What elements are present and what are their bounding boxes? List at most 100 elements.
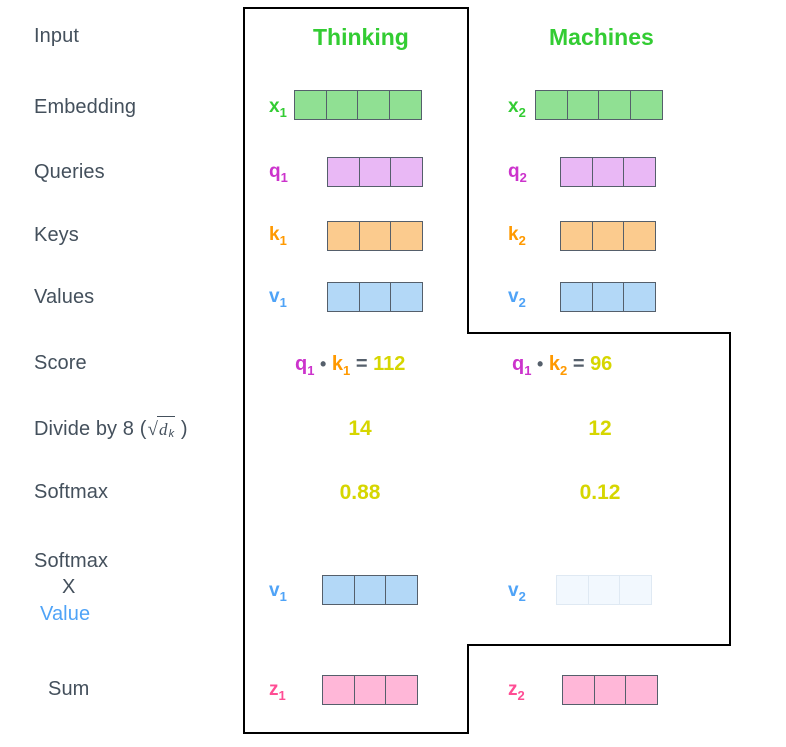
softmax-times-value-line1: Softmax	[34, 550, 109, 572]
dot-product-operator-1: •	[320, 354, 327, 374]
vector-boxes-v1	[327, 282, 424, 312]
divided-value-1: 14	[348, 417, 372, 440]
vector-cell	[593, 675, 627, 705]
vector-tag-q1-index: 1	[280, 169, 288, 185]
vector-cell	[327, 221, 360, 251]
vector-cell	[358, 221, 392, 251]
vector-cell	[623, 221, 657, 251]
sqrt-overbar: dk	[156, 416, 176, 441]
score-value-2: 96	[590, 353, 613, 375]
row-label-sum: Sum	[48, 678, 90, 700]
vector-cell	[535, 90, 568, 120]
vector-boxes-z2	[562, 675, 659, 705]
softmax-value-2: 0.12	[579, 481, 621, 504]
vector-cell	[623, 282, 657, 312]
vector-boxes-x1	[294, 90, 423, 120]
vector-boxes-x2	[535, 90, 664, 120]
vector-cell	[591, 221, 625, 251]
score-q-index-2: 1	[524, 363, 532, 378]
vector-boxes-weighted-v2-faded	[556, 575, 653, 605]
vector-tag-z2-index: 2	[517, 687, 525, 703]
column-header-machines: Machines	[549, 24, 654, 50]
vector-cell	[566, 90, 600, 120]
vector-cell	[325, 90, 359, 120]
vector-boxes-v2	[560, 282, 657, 312]
vector-cell	[385, 575, 419, 605]
vector-tag-weighted-v1-index: 1	[279, 588, 287, 604]
vector-tag-v2-index: 2	[518, 294, 526, 310]
vector-boxes-k2	[560, 221, 657, 251]
vector-cell	[560, 221, 593, 251]
row-label-softmax-times-value: Softmax X Value	[34, 548, 204, 627]
vector-cell	[630, 90, 664, 120]
score-q-letter-1: q	[295, 353, 308, 375]
vector-tag-z2-letter: z	[508, 679, 518, 700]
vector-tag-k2: k2	[508, 224, 526, 248]
vector-tag-x2-index: 2	[518, 104, 526, 120]
row-label-softmax: Softmax	[34, 481, 109, 503]
vector-cell	[591, 282, 625, 312]
vector-boxes-q1	[327, 157, 424, 187]
vector-tag-q2-letter: q	[508, 161, 520, 182]
vector-cell	[390, 221, 424, 251]
vector-tag-x2: x2	[508, 96, 526, 120]
divide-suffix-text: )	[180, 418, 188, 440]
score-k-letter-1: k	[331, 353, 344, 375]
score-k-index-2: 2	[560, 363, 568, 378]
vector-tag-weighted-v2-index: 2	[518, 588, 526, 604]
vector-tag-v2: v2	[508, 286, 526, 310]
vector-cell	[358, 157, 392, 187]
vector-tag-v2-letter: v	[508, 286, 519, 307]
vector-cell	[389, 90, 423, 120]
score-k-index-1: 1	[343, 363, 351, 378]
softmax-times-value-line2: X	[62, 576, 76, 599]
vector-tag-k1: k1	[269, 224, 287, 248]
vector-cell	[587, 575, 621, 605]
score-k-letter-2: k	[548, 353, 561, 375]
sqrt-dk-expression: √dk	[146, 416, 176, 441]
equals-sign-1: =	[355, 353, 368, 375]
vector-cell	[353, 675, 387, 705]
vector-cell	[353, 575, 387, 605]
vector-tag-z1-index: 1	[278, 687, 286, 703]
dk-subscript: k	[168, 428, 175, 440]
row-label-keys: Keys	[34, 224, 79, 246]
vector-cell	[357, 90, 391, 120]
vector-cell	[562, 675, 595, 705]
vector-tag-q1: q1	[269, 161, 288, 185]
vector-tag-k1-letter: k	[269, 224, 280, 245]
vector-cell	[556, 575, 589, 605]
vector-boxes-weighted-v1	[322, 575, 419, 605]
vector-tag-q1-letter: q	[269, 161, 281, 182]
vector-tag-x1: x1	[269, 96, 287, 120]
vector-cell	[327, 282, 360, 312]
row-label-input: Input	[34, 25, 79, 47]
vector-tag-q2-index: 2	[519, 169, 527, 185]
vector-cell	[358, 282, 392, 312]
vector-tag-z1-letter: z	[269, 679, 279, 700]
dk-variable: d	[158, 420, 168, 439]
score-q-letter-2: q	[512, 353, 525, 375]
vector-cell	[560, 157, 593, 187]
vector-tag-weighted-v1: v1	[269, 580, 287, 604]
row-label-divide-by-8: Divide by 8 (√dk )	[34, 416, 188, 441]
vector-cell	[598, 90, 632, 120]
vector-tag-v1: v1	[269, 286, 287, 310]
softmax-times-value-line3: Value	[40, 602, 91, 625]
vector-tag-x2-letter: x	[508, 96, 519, 117]
score-expression-1: q1 • k1 = 112	[295, 353, 405, 378]
vector-cell	[385, 675, 419, 705]
divide-prefix-text: Divide by 8 (	[34, 418, 147, 440]
vector-tag-x1-letter: x	[269, 96, 280, 117]
vector-cell	[390, 282, 424, 312]
vector-tag-z2: z2	[508, 679, 525, 703]
row-label-score: Score	[34, 352, 87, 374]
row-label-queries: Queries	[34, 161, 105, 183]
vector-cell	[327, 157, 360, 187]
vector-cell	[625, 675, 659, 705]
vector-tag-k1-index: 1	[279, 232, 287, 248]
vector-cell	[591, 157, 625, 187]
vector-tag-k2-letter: k	[508, 224, 519, 245]
vector-boxes-z1	[322, 675, 419, 705]
